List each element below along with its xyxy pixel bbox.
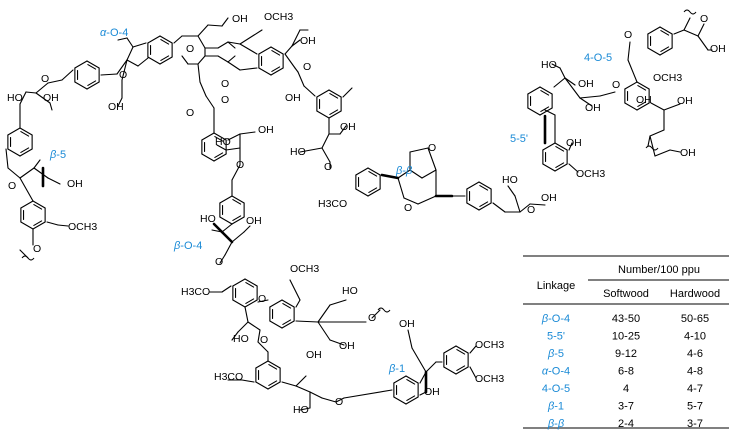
atom-o: O (428, 142, 436, 154)
atom-oh: OH (566, 137, 582, 149)
atom-h3co: H3CO (318, 198, 347, 210)
table-cell-softwood: 10-25 (612, 331, 640, 343)
atom-ho: HO (7, 92, 23, 104)
linkage-label-b-5: β-5 (49, 149, 66, 161)
linkage-label-b-o-4: β-O-4 (173, 240, 202, 252)
table-cell-hardwood: 3-7 (687, 418, 703, 430)
atom-ho: HO (290, 146, 306, 158)
atom-oh: OH (258, 124, 274, 136)
atom-o: O (33, 243, 41, 255)
atom-o: O (368, 312, 376, 324)
atom-oh: OH (710, 43, 726, 55)
linkage-label-b-b: β-β (395, 165, 413, 177)
atom-o: O (258, 293, 266, 305)
table-header-hardwood: Hardwood (670, 288, 720, 300)
atom-och3: OCH3 (475, 373, 504, 385)
atom-o: O (236, 159, 244, 171)
atom-ho: HO (233, 333, 249, 345)
atom-o: O (186, 107, 194, 119)
atom-oh: OH (680, 147, 696, 159)
table-header-softwood: Softwood (603, 288, 649, 300)
atom-ho: HO (200, 213, 216, 225)
atom-ho: HO (541, 59, 557, 71)
table-cell-softwood: 9-12 (615, 348, 637, 360)
table-header-linkage: Linkage (537, 280, 576, 292)
table-cell-linkage: α-O-4 (542, 366, 570, 378)
atom-ho: HO (215, 136, 231, 148)
atom-o: O (221, 78, 229, 90)
table-cell-softwood: 4 (623, 383, 629, 395)
atom-och3: OCH3 (475, 339, 504, 351)
atom-och3: OCH3 (576, 168, 605, 180)
atom-ho: HO (342, 285, 358, 297)
table-cell-linkage: β-O-4 (541, 313, 570, 325)
table-cell-hardwood: 5-7 (687, 401, 703, 413)
table-cell-softwood: 6-8 (618, 366, 634, 378)
atom-h3co: H3CO (181, 286, 210, 298)
atom-oh: OH (246, 215, 262, 227)
table-cell-linkage: 4-O-5 (542, 383, 570, 395)
atom-oh: OH (108, 101, 124, 113)
table-cell-linkage: β-β (547, 418, 565, 430)
atom-h3co: H3CO (214, 371, 243, 383)
atom-o: O (335, 396, 343, 408)
atom-och3: OCH3 (653, 72, 682, 84)
atom-och3: OCH3 (68, 221, 97, 233)
atom-o: O (119, 69, 127, 81)
atom-o: O (612, 79, 620, 91)
linkage-label-4-o-5: 4-O-5 (584, 52, 612, 64)
atom-oh: OH (340, 121, 356, 133)
atom-oh: OH (67, 178, 83, 190)
table-cell-softwood: 43-50 (612, 313, 640, 325)
atom-oh: OH (541, 192, 557, 204)
atom-oh: OH (578, 78, 594, 90)
atom-o: O (624, 29, 632, 41)
atom-o: O (527, 204, 535, 216)
atom-labels: OH OCH3 OH OH O OH O HO OH O OH OCH3 O O… (7, 11, 726, 416)
atom-oh: OH (424, 386, 440, 398)
table-cell-linkage: 5-5' (547, 331, 565, 343)
table-cell-hardwood: 50-65 (681, 313, 709, 325)
table-cell-softwood: 2-4 (618, 418, 634, 430)
atom-o: O (303, 61, 311, 73)
table-cell-linkage: β-5 (547, 348, 564, 360)
atom-oh: OH (585, 102, 601, 114)
atom-och3: OCH3 (290, 263, 319, 275)
atom-ho: HO (502, 174, 518, 186)
table-header-number: Number/100 ppu (618, 264, 700, 276)
table-cell-hardwood: 4-6 (687, 348, 703, 360)
bond-skeleton (5, 9, 713, 411)
atom-o: O (404, 202, 412, 214)
atom-oh: OH (285, 92, 301, 104)
atom-o: O (215, 256, 223, 268)
atom-oh: OH (677, 95, 693, 107)
table-cell-hardwood: 4-8 (687, 366, 703, 378)
atom-oh: OH (43, 92, 59, 104)
linkage-abundance-table: Linkage Number/100 ppu Softwood Hardwood… (523, 255, 729, 430)
atom-oh: OH (306, 349, 322, 361)
atom-oh: OH (232, 13, 248, 25)
table-cell-softwood: 3-7 (618, 401, 634, 413)
atom-o: O (8, 180, 16, 192)
table-cell-linkage: β-1 (547, 401, 564, 413)
atom-oh: OH (300, 35, 316, 47)
atom-oh: OH (339, 340, 355, 352)
linkage-label-b-1: β-1 (388, 363, 405, 375)
atom-o: O (186, 43, 194, 55)
atom-oh: OH (636, 94, 652, 106)
atom-o: O (221, 94, 229, 106)
atom-ho: HO (293, 404, 309, 416)
atom-o: O (324, 161, 332, 173)
atom-o: O (700, 13, 708, 25)
linkage-label-a-o-4: α-O-4 (100, 27, 128, 39)
table-cell-hardwood: 4-10 (684, 331, 706, 343)
table-cell-hardwood: 4-7 (687, 383, 703, 395)
atom-o: O (41, 73, 49, 85)
atom-o: O (260, 334, 268, 346)
linkage-label-5-5: 5-5' (510, 133, 528, 145)
atom-oh: OH (399, 318, 415, 330)
atom-och3: OCH3 (264, 11, 293, 23)
